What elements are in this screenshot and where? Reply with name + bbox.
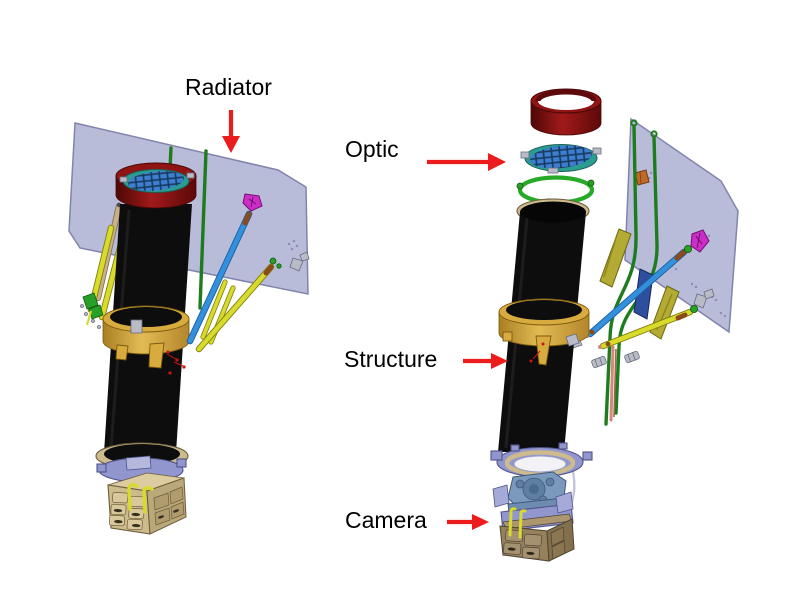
magenta-fitting [242, 193, 263, 212]
box-panels-side [153, 486, 185, 526]
panel-clip-fitting [289, 251, 310, 272]
assembled-view [68, 122, 310, 535]
left-struts [80, 202, 126, 329]
right-struts [186, 193, 282, 353]
structure-clamp-exploded [498, 298, 590, 366]
optic-arrow [427, 153, 506, 171]
panel-mount-holes [287, 239, 299, 251]
radiator-arrow [222, 110, 240, 153]
exploded-view [490, 88, 739, 562]
label-camera: Camera [345, 507, 427, 533]
label-optic: Optic [345, 136, 399, 162]
struts-exploded [585, 229, 710, 350]
label-structure: Structure [344, 346, 438, 372]
structure-arrow [463, 353, 508, 369]
box-panels-front [108, 492, 146, 531]
camera-box-assembled [95, 442, 189, 535]
camera-arrow [447, 514, 489, 530]
structure-clamp [102, 305, 190, 375]
camera-assembly-exploded [492, 471, 575, 562]
orange-fitting [634, 169, 650, 186]
baffle-ring-exploded [530, 88, 602, 136]
interface-ring [490, 442, 593, 478]
panel-clip-fitting-exploded [693, 288, 715, 309]
label-radiator: Radiator [185, 74, 272, 100]
yellow-handles-exploded [508, 507, 527, 539]
yellow-handles [127, 483, 154, 514]
optic-detector-grid [119, 169, 195, 193]
optic-detector-grid-exploded [520, 144, 602, 174]
